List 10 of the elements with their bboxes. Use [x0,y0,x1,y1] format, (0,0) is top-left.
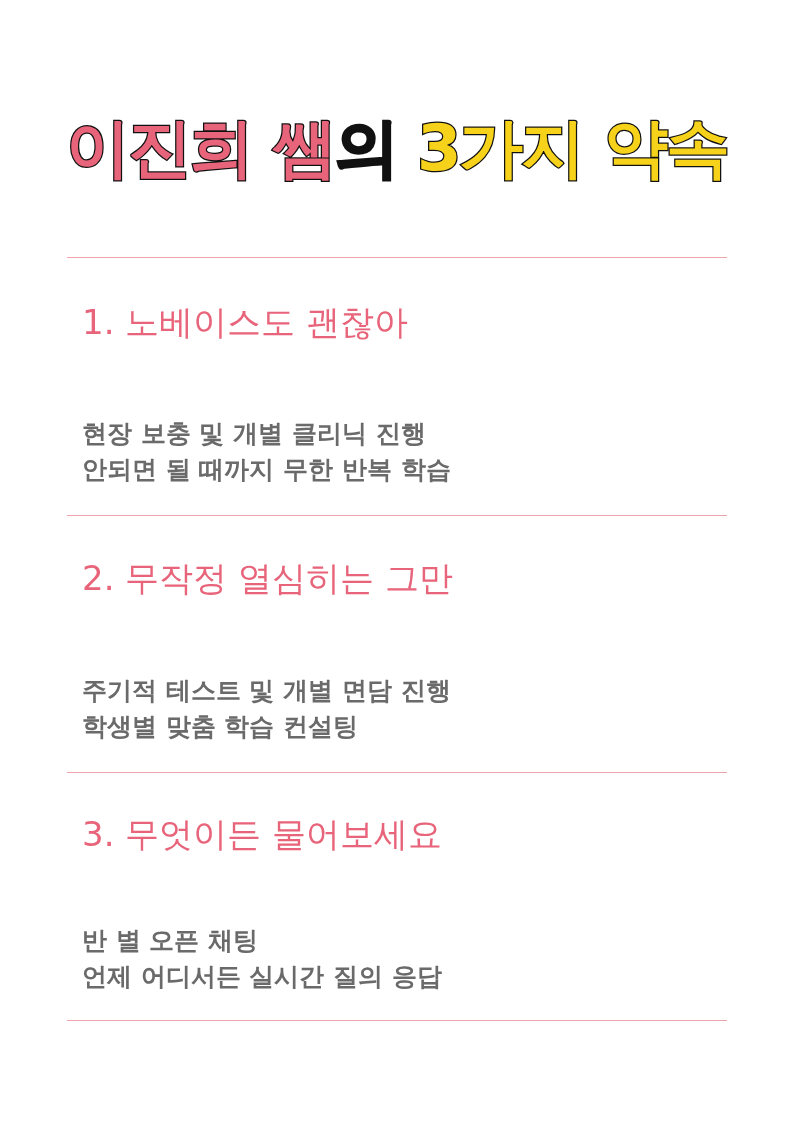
section-heading: 1. 노베이스도 괜찮아 [82,301,409,344]
section-heading: 2. 무작정 열심히는 그만 [82,557,453,600]
description-text: 반 별 오픈 채팅 [82,925,259,957]
description-text: 학생별 맞춤 학습 컨설팅 [82,711,359,743]
description-text: 안되면 될 때까지 무한 반복 학습 [82,454,451,486]
description-text: 현장 보충 및 개별 클리닉 진행 [82,418,426,450]
section-heading: 3. 무엇이든 물어보세요 [82,813,443,856]
description-text: 주기적 테스트 및 개별 면담 진행 [82,675,451,707]
description-text: 언제 어디서든 실시간 질의 응답 [82,961,442,993]
title: 이진희 쌤의 3가지 약속 [65,110,729,187]
